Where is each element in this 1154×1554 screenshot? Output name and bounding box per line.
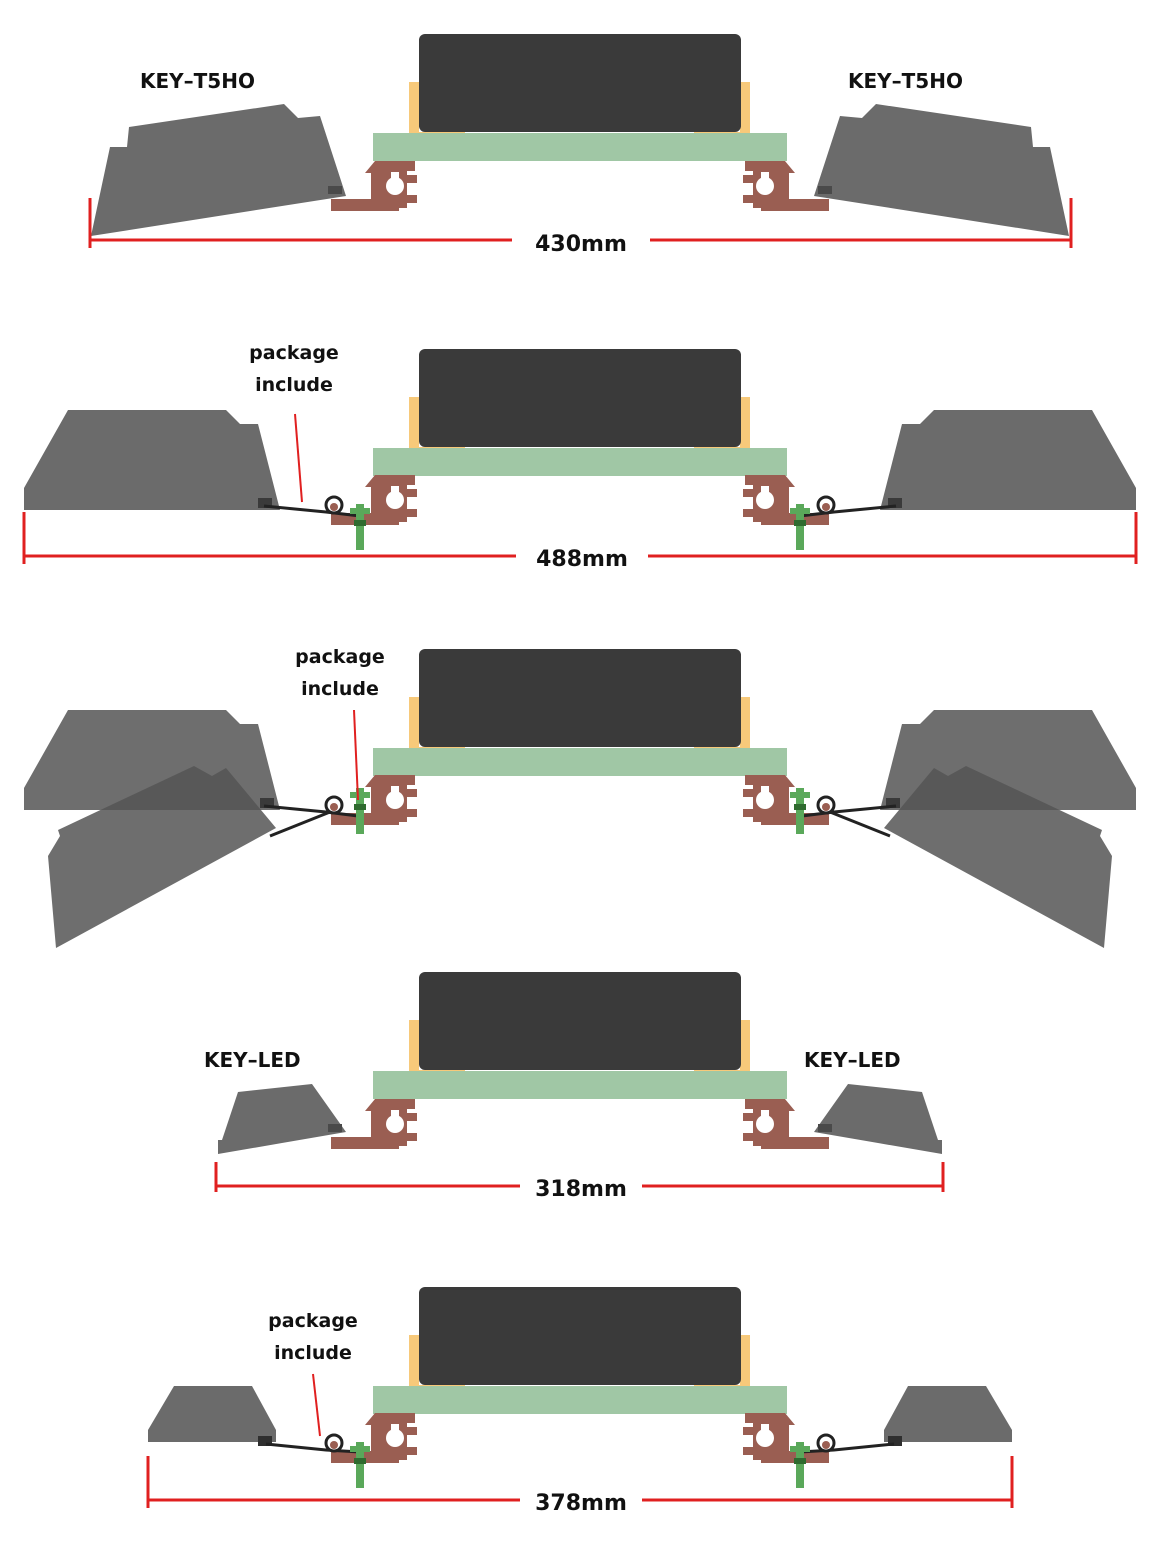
central-unit bbox=[373, 34, 787, 161]
reflector-left bbox=[24, 410, 280, 510]
reflector-clip-right bbox=[818, 186, 832, 194]
rail-left bbox=[331, 475, 417, 526]
reflector-clip-right bbox=[818, 1124, 832, 1132]
accessory-label-line1: package bbox=[268, 1310, 358, 1332]
accessory-label-line1: package bbox=[249, 342, 339, 364]
reflector-clip-left bbox=[258, 498, 272, 508]
screw-right bbox=[790, 1442, 810, 1488]
panel-t5ho-adjustable: package include bbox=[24, 646, 1136, 948]
reflector-clip-right bbox=[888, 1436, 902, 1446]
accessory-label-line2: include bbox=[274, 1342, 352, 1364]
reflector-clip-left bbox=[260, 798, 274, 808]
cable-left bbox=[263, 504, 361, 518]
model-label-right: KEY–T5HO bbox=[848, 69, 963, 93]
reflector-clip-left bbox=[328, 186, 342, 194]
dimension-line bbox=[214, 1162, 945, 1192]
screw-left bbox=[350, 788, 370, 834]
cable-right-horizontal bbox=[801, 804, 897, 818]
accessory-label-line2: include bbox=[301, 678, 379, 700]
accessory-label-line1: package bbox=[295, 646, 385, 668]
hinge-knob-left bbox=[324, 795, 344, 815]
rail-right bbox=[743, 1099, 829, 1150]
reflector-left bbox=[148, 1386, 276, 1442]
central-unit bbox=[373, 349, 787, 476]
panel-t5ho-folded: KEY–T5HO KEY–T5HO 430mm bbox=[88, 34, 1073, 257]
reflector-left bbox=[91, 104, 346, 236]
accessory-label-line2: include bbox=[255, 374, 333, 396]
model-label-left: KEY–LED bbox=[204, 1048, 301, 1072]
reflector-clip-right bbox=[886, 798, 900, 808]
rail-left bbox=[331, 775, 417, 826]
reflector-right bbox=[884, 1386, 1012, 1442]
screw-right bbox=[790, 504, 810, 550]
dimension-value: 318mm bbox=[535, 1177, 627, 1202]
panel-led-folded: KEY–LED KEY–LED 318mm bbox=[204, 972, 945, 1202]
rail-left bbox=[331, 1099, 417, 1150]
reflector-clip-left bbox=[328, 1124, 342, 1132]
rail-right bbox=[743, 475, 829, 526]
cable-right bbox=[799, 504, 897, 518]
central-unit bbox=[373, 649, 787, 776]
dimension-value: 430mm bbox=[535, 232, 627, 257]
screw-left bbox=[350, 504, 370, 550]
dimension-value: 378mm bbox=[535, 1491, 627, 1516]
reflector-clip-left bbox=[258, 1436, 272, 1446]
cable-left-horizontal bbox=[263, 804, 359, 818]
model-label-right: KEY–LED bbox=[804, 1048, 901, 1072]
cable-left bbox=[265, 1442, 361, 1454]
dimension-line bbox=[88, 198, 1073, 248]
accessory-pointer bbox=[312, 1373, 321, 1437]
rail-right bbox=[743, 161, 829, 212]
rail-left bbox=[331, 1413, 417, 1464]
cable-left-tilted bbox=[269, 810, 331, 838]
model-label-left: KEY–T5HO bbox=[140, 69, 255, 93]
screw-right bbox=[790, 788, 810, 834]
hinge-knob-left bbox=[324, 1433, 344, 1453]
rail-left bbox=[331, 161, 417, 212]
reflector-right-tilted bbox=[884, 766, 1112, 948]
accessory-pointer bbox=[294, 413, 303, 503]
rail-right bbox=[743, 1413, 829, 1464]
reflector-right bbox=[880, 410, 1136, 510]
cable-right-tilted bbox=[829, 810, 891, 838]
reflector-right bbox=[814, 104, 1069, 236]
screw-left bbox=[350, 1442, 370, 1488]
dimension-value: 488mm bbox=[536, 547, 628, 572]
dimension-line bbox=[22, 512, 1138, 564]
accessory-pointer bbox=[353, 709, 359, 801]
hinge-knob-right bbox=[816, 795, 836, 815]
central-unit bbox=[373, 1287, 787, 1414]
rail-right bbox=[743, 775, 829, 826]
panel-led-extended: package include 378mm bbox=[146, 1287, 1014, 1516]
reflector-right bbox=[814, 1084, 942, 1154]
reflector-left-tilted bbox=[48, 766, 276, 948]
dimension-line bbox=[146, 1456, 1014, 1508]
hinge-knob-right bbox=[816, 495, 836, 515]
hinge-knob-right bbox=[816, 1433, 836, 1453]
reflector-left bbox=[218, 1084, 346, 1154]
reflector-clip-right bbox=[888, 498, 902, 508]
central-unit bbox=[373, 972, 787, 1099]
panel-t5ho-extended: package include 488mm bbox=[22, 342, 1138, 572]
hinge-knob-left bbox=[324, 495, 344, 515]
cable-right bbox=[799, 1442, 895, 1454]
